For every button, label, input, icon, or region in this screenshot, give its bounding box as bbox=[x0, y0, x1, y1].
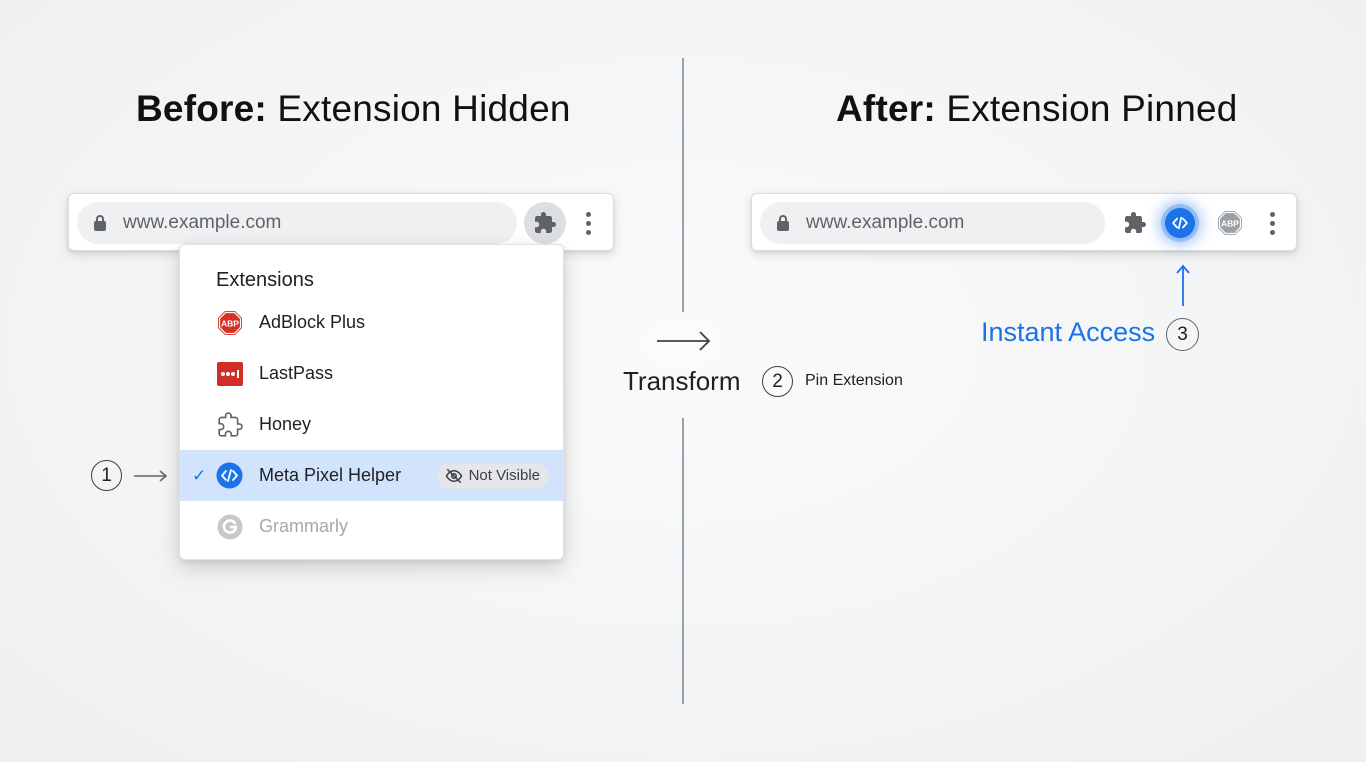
step-1-marker: 1 bbox=[91, 460, 122, 491]
after-heading-bold: After: bbox=[836, 88, 936, 129]
before-heading: Before: Extension Hidden bbox=[136, 88, 571, 130]
url-text: www.example.com bbox=[123, 212, 282, 233]
extensions-menu: Extensions ABP AdBlock Plus bbox=[179, 244, 564, 560]
arrow-right-icon bbox=[134, 470, 168, 482]
after-heading: After: Extension Pinned bbox=[836, 88, 1238, 130]
adblock-plus-pinned-button[interactable]: ABP bbox=[1209, 202, 1251, 244]
adblock-plus-icon: ABP bbox=[1218, 211, 1242, 235]
url-text: www.example.com bbox=[806, 212, 965, 233]
arrow-right-icon bbox=[657, 331, 711, 351]
puzzle-icon bbox=[1125, 212, 1146, 233]
extension-label: Meta Pixel Helper bbox=[259, 465, 402, 485]
extensions-button[interactable] bbox=[1114, 202, 1156, 244]
extensions-button[interactable] bbox=[524, 202, 566, 244]
code-icon bbox=[1165, 208, 1195, 238]
divider-bottom bbox=[682, 418, 684, 704]
pin-extension-label: Pin Extension bbox=[805, 372, 903, 389]
divider-top bbox=[682, 58, 684, 312]
extension-label: Grammarly bbox=[259, 516, 348, 536]
before-heading-bold: Before: bbox=[136, 88, 267, 129]
step-2-marker: 2 bbox=[762, 366, 793, 397]
meta-pixel-helper-pinned-button[interactable] bbox=[1163, 206, 1197, 240]
transform-label: Transform bbox=[623, 366, 741, 396]
extension-item-honey[interactable]: Honey bbox=[180, 399, 563, 450]
extension-label: AdBlock Plus bbox=[259, 312, 366, 332]
step-3-marker: 3 bbox=[1166, 318, 1199, 351]
extension-item-lastpass[interactable]: LastPass bbox=[180, 348, 563, 399]
extension-label: LastPass bbox=[259, 363, 334, 383]
extension-item-meta-pixel-helper[interactable]: ✓ Meta Pixel Helper Not Visible bbox=[180, 450, 563, 501]
more-vert-button[interactable] bbox=[567, 202, 609, 244]
more-vert-button[interactable] bbox=[1251, 202, 1293, 244]
more-vert-icon bbox=[1269, 211, 1275, 235]
browser-toolbar-after: www.example.com ABP bbox=[751, 193, 1297, 251]
address-bar[interactable]: www.example.com bbox=[760, 202, 1105, 244]
extensions-menu-title: Extensions bbox=[216, 269, 314, 291]
puzzle-icon bbox=[535, 212, 556, 233]
extension-item-adblock-plus[interactable]: ABP AdBlock Plus bbox=[180, 297, 563, 348]
eye-off-icon bbox=[445, 468, 462, 483]
lock-icon bbox=[93, 215, 107, 231]
address-bar[interactable]: www.example.com bbox=[77, 202, 517, 244]
grammarly-icon bbox=[216, 513, 243, 540]
svg-text:ABP: ABP bbox=[221, 318, 239, 328]
not-visible-badge: Not Visible bbox=[436, 462, 549, 489]
arrow-up-icon bbox=[1176, 264, 1190, 306]
extension-item-grammarly[interactable]: Grammarly bbox=[180, 501, 563, 552]
badge-label: Not Visible bbox=[468, 467, 540, 484]
extension-label: Honey bbox=[259, 414, 312, 434]
check-icon: ✓ bbox=[192, 465, 207, 485]
adblock-plus-icon: ABP bbox=[216, 309, 243, 336]
after-heading-rest: Extension Pinned bbox=[935, 88, 1238, 129]
before-heading-rest: Extension Hidden bbox=[266, 88, 571, 129]
browser-toolbar-before: www.example.com bbox=[68, 193, 614, 251]
puzzle-outline-icon bbox=[216, 411, 243, 438]
lastpass-icon bbox=[216, 360, 243, 387]
lock-icon bbox=[776, 215, 790, 231]
instant-access-label: Instant Access bbox=[981, 317, 1156, 347]
svg-text:ABP: ABP bbox=[1221, 219, 1239, 229]
more-vert-icon bbox=[585, 211, 591, 235]
code-icon bbox=[216, 462, 243, 489]
